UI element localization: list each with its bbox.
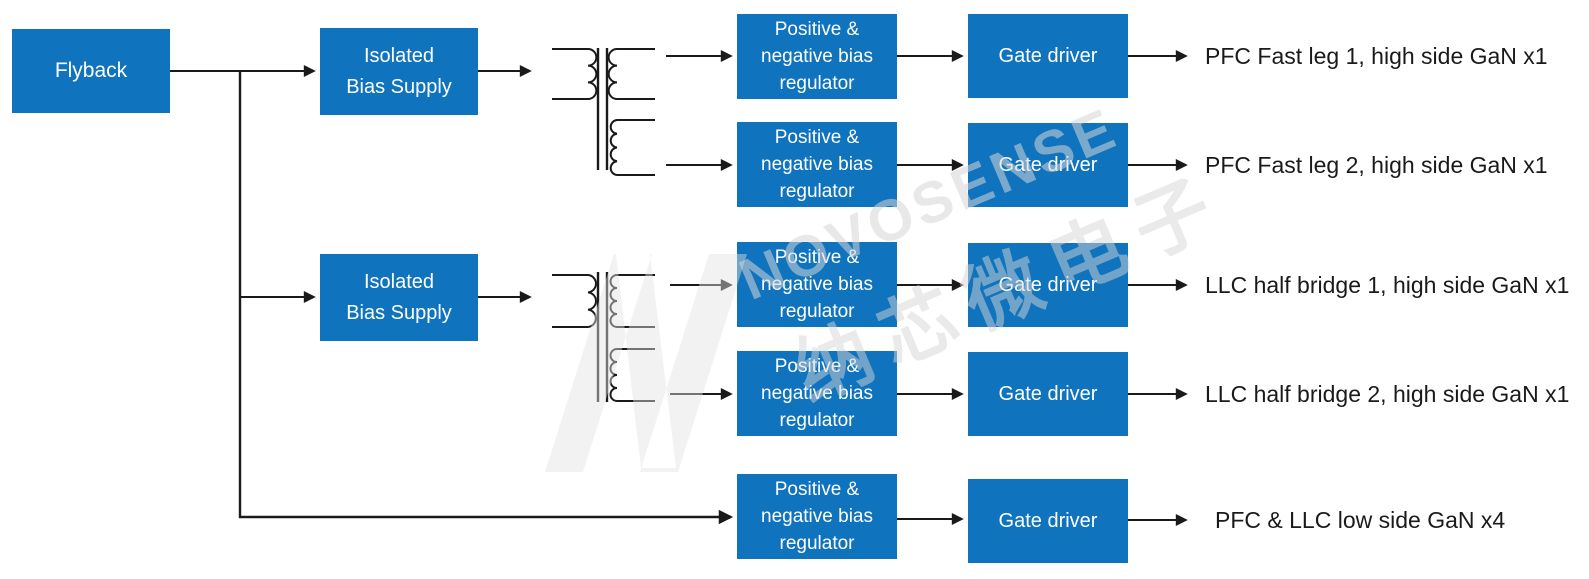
- output-label-2: PFC Fast leg 2, high side GaN x1: [1205, 152, 1548, 178]
- bias-supply-line: Bias Supply: [346, 301, 452, 324]
- regulator-line: regulator: [779, 73, 855, 94]
- transformer-2-core: [596, 272, 609, 402]
- gate-driver-label: Gate driver: [998, 44, 1098, 67]
- gate-driver-block-4: Gate driver: [968, 352, 1128, 436]
- gate-driver-block-3: Gate driver: [968, 243, 1128, 327]
- regulator-line: Positive &: [774, 247, 860, 268]
- flyback-block: Flyback: [12, 29, 170, 113]
- flyback-label: Flyback: [54, 59, 128, 82]
- output-label-5: PFC & LLC low side GaN x4: [1215, 507, 1506, 533]
- output-label-3: LLC half bridge 1, high side GaN x1: [1205, 272, 1570, 298]
- gate-driver-block-1: Gate driver: [968, 14, 1128, 98]
- bias-supply-line: Isolated: [363, 44, 435, 67]
- regulator-block-4: Positive & negative bias regulator: [737, 351, 897, 436]
- gate-driver-label: Gate driver: [998, 153, 1098, 176]
- transformer-2-secondary-winding-1: [609, 274, 655, 328]
- isolated-bias-supply-block-2: Isolated Bias Supply: [320, 254, 478, 341]
- bias-supply-line: Bias Supply: [346, 75, 452, 98]
- regulator-line: Positive &: [774, 19, 860, 40]
- isolated-bias-supply-block-1: Isolated Bias Supply: [320, 28, 478, 115]
- regulator-line: regulator: [779, 410, 855, 431]
- transformer-1-symbol: [552, 48, 655, 176]
- regulator-line: regulator: [779, 181, 855, 202]
- output-label-1: PFC Fast leg 1, high side GaN x1: [1205, 43, 1548, 69]
- transformer-2-primary-winding: [552, 274, 597, 328]
- regulator-line: negative bias: [761, 506, 873, 527]
- regulator-line: regulator: [779, 301, 855, 322]
- regulator-line: negative bias: [761, 154, 873, 175]
- gate-driver-block-2: Gate driver: [968, 123, 1128, 207]
- transformer-2-symbol: [552, 272, 655, 402]
- regulator-line: Positive &: [774, 479, 860, 500]
- gate-driver-label: Gate driver: [998, 509, 1098, 532]
- regulator-block-5: Positive & negative bias regulator: [737, 474, 897, 559]
- gate-driver-block-5: Gate driver: [968, 479, 1128, 563]
- regulator-line: regulator: [779, 533, 855, 554]
- transformer-1-secondary-winding-1: [607, 48, 655, 100]
- regulator-line: Positive &: [774, 127, 860, 148]
- regulator-line: negative bias: [761, 274, 873, 295]
- transformer-2-secondary-winding-2: [609, 348, 655, 402]
- output-label-4: LLC half bridge 2, high side GaN x1: [1205, 381, 1570, 407]
- transformer-1-core: [596, 48, 609, 170]
- gate-driver-label: Gate driver: [998, 382, 1098, 405]
- bias-supply-line: Isolated: [363, 270, 435, 293]
- regulator-block-3: Positive & negative bias regulator: [737, 242, 897, 327]
- regulator-line: Positive &: [774, 356, 860, 377]
- transformer-1-secondary-winding-2: [609, 119, 655, 176]
- transformer-1-primary-winding: [552, 48, 598, 100]
- branch-line-to-bottom-regulator: [238, 71, 734, 525]
- regulator-block-2: Positive & negative bias regulator: [737, 122, 897, 207]
- gate-driver-label: Gate driver: [998, 273, 1098, 296]
- regulator-line: negative bias: [761, 383, 873, 404]
- regulator-block-1: Positive & negative bias regulator: [737, 14, 897, 99]
- regulator-line: negative bias: [761, 46, 873, 67]
